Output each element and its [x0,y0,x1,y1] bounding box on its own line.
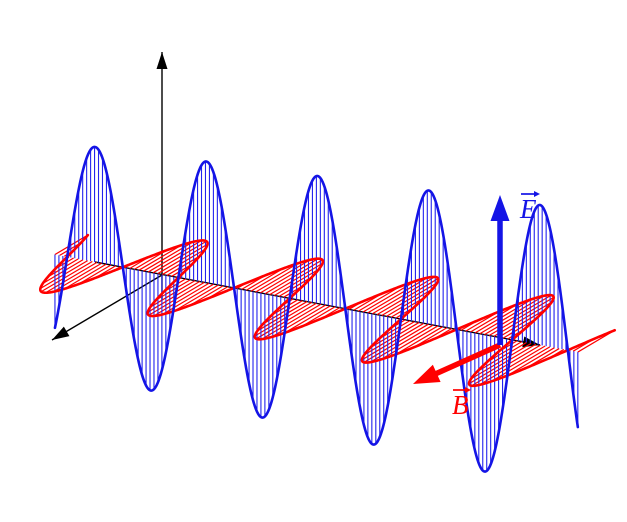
b-hatch-line [367,277,428,314]
b-hatch-line [166,255,201,276]
vertical-axis-arrowhead [156,52,168,69]
b-hatch-line [490,346,551,382]
b-hatch-line [484,294,552,336]
b-hatch-line [363,323,429,363]
b-hatch-line [507,347,555,377]
B-vector-shaft [429,342,502,379]
b-hatch-line [257,301,308,332]
b-hatch-line [254,301,313,337]
b-hatch-line [470,342,532,380]
B-vector-arrowhead [413,364,441,384]
b-vector-group [413,342,502,384]
b-hatch-line [157,243,208,275]
e-label-group: E [519,191,540,224]
b-hatch-line [153,282,210,317]
electric-field-curve [53,145,580,473]
depth-axis [51,274,163,341]
axes-group [51,52,541,348]
b-hatch-line [148,239,202,273]
b-hatch-line [261,303,322,340]
b-hatch-line [162,283,214,316]
b-hatch-line [370,324,434,363]
propagation-axis-arrowhead [522,336,540,348]
b-hatch-line [369,321,415,349]
b-hatch-line [40,260,93,293]
depth-axis-arrowhead [52,326,70,340]
b-hatch-line [260,258,319,294]
magnetic-field-label: B [452,390,469,420]
magnetic-field-curve [38,233,617,388]
magnetic-field-hatching [40,234,616,387]
b-hatch-line [138,244,182,271]
b-hatch-line [64,263,107,290]
b-hatch-line [395,326,443,355]
b-hatch-line [470,303,518,333]
b-hatch-line [476,341,527,373]
b-hatch-line [380,325,439,360]
electric-field-label: E [519,194,537,224]
b-hatch-line [284,305,331,334]
b-hatch-line [174,284,219,312]
b-hatch-line [386,288,433,317]
b-hatch-line [381,282,438,316]
b-hatch-line [474,298,533,334]
b-hatch-line [278,276,313,297]
b-hatch-line [250,262,299,292]
e-vector-group [490,195,510,345]
magnetic-field-vector-bar-arrowhead [465,387,471,393]
b-label-group: B [452,387,471,420]
b-hatch-line [358,285,401,312]
b-hatch-line [143,241,194,272]
electric-field-vector-bar-arrowhead [534,191,540,197]
b-hatch-line [45,261,98,294]
b-hatch-line [486,341,523,363]
E-vector-arrowhead [490,195,510,221]
b-hatch-line [479,295,545,335]
b-hatch-line [262,300,303,325]
